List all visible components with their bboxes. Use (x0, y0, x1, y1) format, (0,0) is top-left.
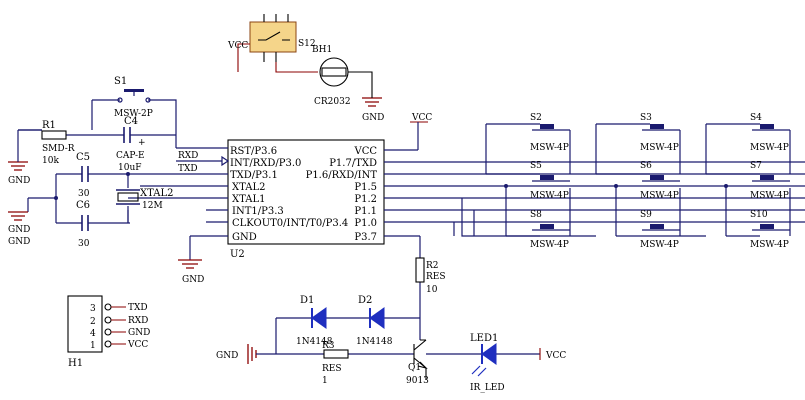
u2-ref: U2 (230, 249, 245, 260)
u2-pin-p16: P1.6/RXD/INT (306, 170, 378, 181)
u2-pin-gnd: GND (232, 232, 257, 243)
header-pin: 4 (90, 329, 96, 339)
u2-pin-p15: P1.5 (354, 182, 377, 193)
u2-pin-xtal1: XTAL1 (232, 194, 265, 205)
led1-type: IR_LED (470, 383, 505, 393)
u2-pin-p12: P1.2 (354, 194, 377, 205)
r3-ref: R3 (322, 341, 335, 351)
s1-type: MSW-2P (114, 109, 153, 119)
u2-pin-p11: P1.1 (354, 206, 377, 217)
u2-pin-rxd: INT/RXD/P3.0 (230, 158, 301, 169)
d1-type: 1N4148 (296, 337, 333, 347)
switch-ref: S9 (640, 210, 652, 220)
switch-type: MSW-4P (750, 191, 789, 201)
switch-ref: S10 (750, 210, 768, 220)
switch-type: MSW-4P (750, 240, 789, 250)
c6-value: 30 (78, 239, 90, 249)
gnd-label-ic: GND (182, 275, 204, 285)
r1-type: SMD-R (42, 144, 75, 154)
switch-ref: S6 (640, 161, 652, 171)
header-signal: GND (128, 328, 150, 338)
u2-pin-p37: P3.7 (354, 232, 377, 243)
led1-ref: LED1 (470, 333, 498, 344)
c4-value: 10uF (118, 163, 142, 173)
ir-driver-circuit: R2 RES 10 D1 1N4148 D2 1N4148 R3 RES 1 G… (216, 236, 566, 393)
header-signal: TXD (128, 303, 148, 313)
h1-ref: H1 (68, 358, 83, 369)
xtal-ref: XTAL2 (140, 188, 173, 199)
d2-ref: D2 (358, 295, 372, 306)
net-label-txd: TXD (178, 164, 198, 174)
header-h1: 3 2 4 1 TXD RXD GND VCC H1 (67, 295, 150, 369)
r3-value: 1 (322, 376, 328, 386)
d2-type: 1N4148 (356, 337, 393, 347)
net-label-rxd: RXD (178, 151, 198, 161)
vcc-label-top: VCC (411, 113, 432, 123)
switch-type: MSW-4P (530, 240, 569, 250)
u2-pin-xtal2: XTAL2 (232, 182, 265, 193)
crystal-circuit: C5 30 C6 30 XTAL2 12M GND GND (8, 152, 176, 249)
r2-ref: R2 (426, 261, 439, 271)
r3-type: RES (322, 364, 342, 374)
u2-pin-p10: P1.0 (354, 218, 377, 229)
microcontroller-u2: RST/P3.6 INT/RXD/P3.0 TXD/P3.1 XTAL2 XTA… (227, 139, 385, 260)
c5-ref: C5 (76, 152, 90, 163)
switch-ref: S4 (750, 113, 762, 123)
c6-ref: C6 (76, 200, 90, 211)
s12-switch-body (249, 21, 297, 53)
u2-pin-vcc: VCC (353, 146, 377, 157)
switch-ref: S5 (530, 161, 542, 171)
header-pin: 3 (90, 304, 96, 314)
r1-value: 10k (42, 156, 59, 166)
u2-pin-rst: RST/P3.6 (230, 146, 277, 157)
c4-type: CAP-E (116, 151, 145, 161)
s1-ref: S1 (114, 76, 127, 87)
u2-pin-txd: TXD/P3.1 (230, 170, 278, 181)
xtal-value: 12M (142, 201, 163, 211)
header-signal: RXD (128, 316, 148, 326)
r1-ref: R1 (42, 120, 56, 131)
vcc-label-sw: VCC (227, 41, 248, 51)
reset-circuit: S1 MSW-2P + C4 CAP-E 10uF R1 SMD-R 10k G… (8, 76, 177, 186)
keypad-matrix: S2 MSW-4P S3 MSW-4P S4 MSW-4P S5 MSW-4P … (453, 113, 791, 250)
r2-type: RES (426, 272, 446, 282)
c4-ref: C4 (124, 116, 138, 127)
d1-ref: D1 (300, 295, 314, 306)
bh1-type: CR2032 (314, 97, 351, 107)
switch-ref: S8 (530, 210, 542, 220)
u2-pin-clkout: CLKOUT0/INT/T0/P3.4 (232, 218, 348, 229)
header-signal: VCC (127, 340, 148, 350)
bh1-ref: BH1 (312, 45, 332, 55)
power-switch-battery: S12 VCC BH1 CR2032 GND (227, 14, 384, 123)
switch-type: MSW-4P (530, 143, 569, 153)
gnd-label-c6: GND (8, 237, 30, 247)
gnd-label-bat: GND (362, 113, 384, 123)
s12-ref: S12 (298, 39, 316, 49)
gnd-label-c: GND (8, 225, 30, 235)
switch-type: MSW-4P (640, 191, 679, 201)
header-pin: 2 (90, 317, 96, 327)
q1-ref: Q1 (408, 363, 421, 373)
svg-text:+: + (138, 138, 146, 148)
switch-type: MSW-4P (640, 143, 679, 153)
r2-value: 10 (426, 285, 438, 295)
c5-value: 30 (78, 189, 90, 199)
switch-ref: S3 (640, 113, 652, 123)
vcc-label-led: VCC (545, 351, 566, 361)
u2-pin-p17: P1.7/TXD (329, 158, 377, 169)
gnd-label-tr: GND (216, 351, 238, 361)
gnd-label-r1: GND (8, 176, 30, 186)
q1-type: 9013 (406, 376, 429, 386)
switch-type: MSW-4P (640, 240, 679, 250)
header-pin: 1 (90, 341, 96, 351)
switch-type: MSW-4P (530, 191, 569, 201)
u2-pin-int1: INT1/P3.3 (232, 206, 284, 217)
switch-ref: S7 (750, 161, 762, 171)
switch-ref: S2 (530, 113, 542, 123)
switch-type: MSW-4P (750, 143, 789, 153)
